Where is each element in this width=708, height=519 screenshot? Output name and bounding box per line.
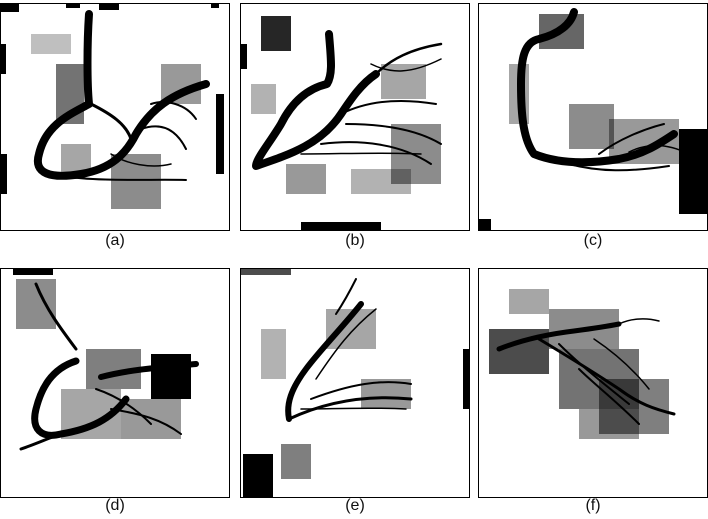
panel-b: (b)	[240, 3, 470, 253]
panel-a-image	[0, 3, 230, 231]
panel-b-image	[240, 3, 470, 231]
panel-a: (a)	[0, 3, 230, 253]
panel-f: (f)	[478, 268, 708, 518]
panel-d-image	[0, 268, 230, 498]
panel-a-vessels	[33, 10, 210, 181]
panel-c-label: (c)	[583, 232, 603, 249]
panel-d: (d)	[0, 268, 230, 518]
panel-a-label: (a)	[105, 232, 125, 249]
panel-e: (e)	[240, 268, 470, 518]
panel-b-vessels	[252, 30, 443, 170]
panel-e-noise-patches	[241, 269, 469, 497]
panel-e-vessels	[285, 278, 413, 422]
panel-b-noise-patches	[241, 16, 441, 230]
panel-e-label: (e)	[345, 497, 365, 514]
panel-f-image	[478, 268, 708, 498]
panel-c-image	[478, 3, 708, 231]
panel-d-vessels	[19, 282, 199, 451]
panel-a-noise-patches	[1, 4, 224, 209]
panel-d-noise-patches	[13, 269, 191, 439]
panel-b-label: (b)	[345, 232, 365, 249]
panel-f-label: (f)	[585, 497, 601, 514]
panel-c: (c)	[478, 3, 708, 253]
panel-c-noise-patches	[479, 14, 707, 230]
panel-e-image	[240, 268, 470, 498]
panel-f-vessels	[496, 318, 676, 425]
panel-c-vessels	[517, 8, 690, 172]
panel-d-label: (d)	[105, 497, 125, 514]
